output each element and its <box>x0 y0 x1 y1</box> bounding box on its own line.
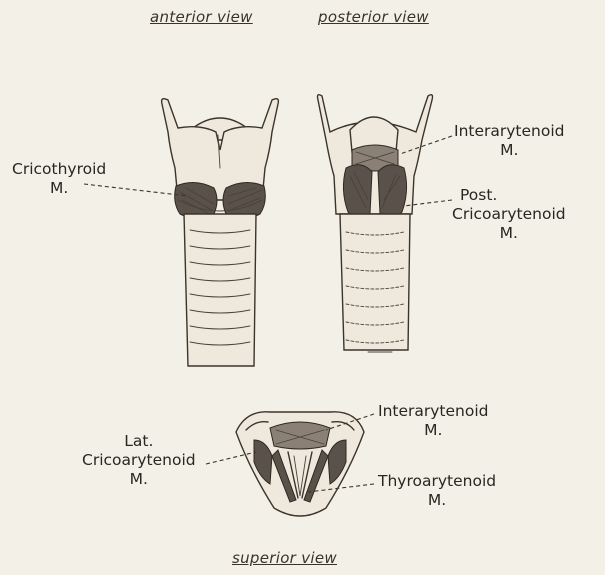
posterior-larynx <box>318 95 433 352</box>
cricothyroid-left-muscle <box>175 182 217 218</box>
cricothyroid-label: Cricothyroid M. <box>12 160 106 198</box>
cricothyroid-right-muscle <box>223 182 265 218</box>
posterior-trachea <box>340 214 410 350</box>
interarytenoid-superior-label: Interarytenoid M. <box>378 402 489 440</box>
post-cricoarytenoid-right-muscle <box>378 165 407 218</box>
interarytenoid-posterior-label: Interarytenoid M. <box>454 122 565 160</box>
anterior-larynx <box>162 99 279 366</box>
superior-larynx <box>236 412 364 516</box>
thyroarytenoid-label: Thyroarytenoid M. <box>378 472 496 510</box>
post-cricoarytenoid-label: Post. Cricoarytenoid M. <box>452 186 566 243</box>
lat-cricoarytenoid-label: Lat. Cricoarytenoid M. <box>82 432 196 489</box>
interarytenoid-muscle-superior <box>270 422 330 449</box>
